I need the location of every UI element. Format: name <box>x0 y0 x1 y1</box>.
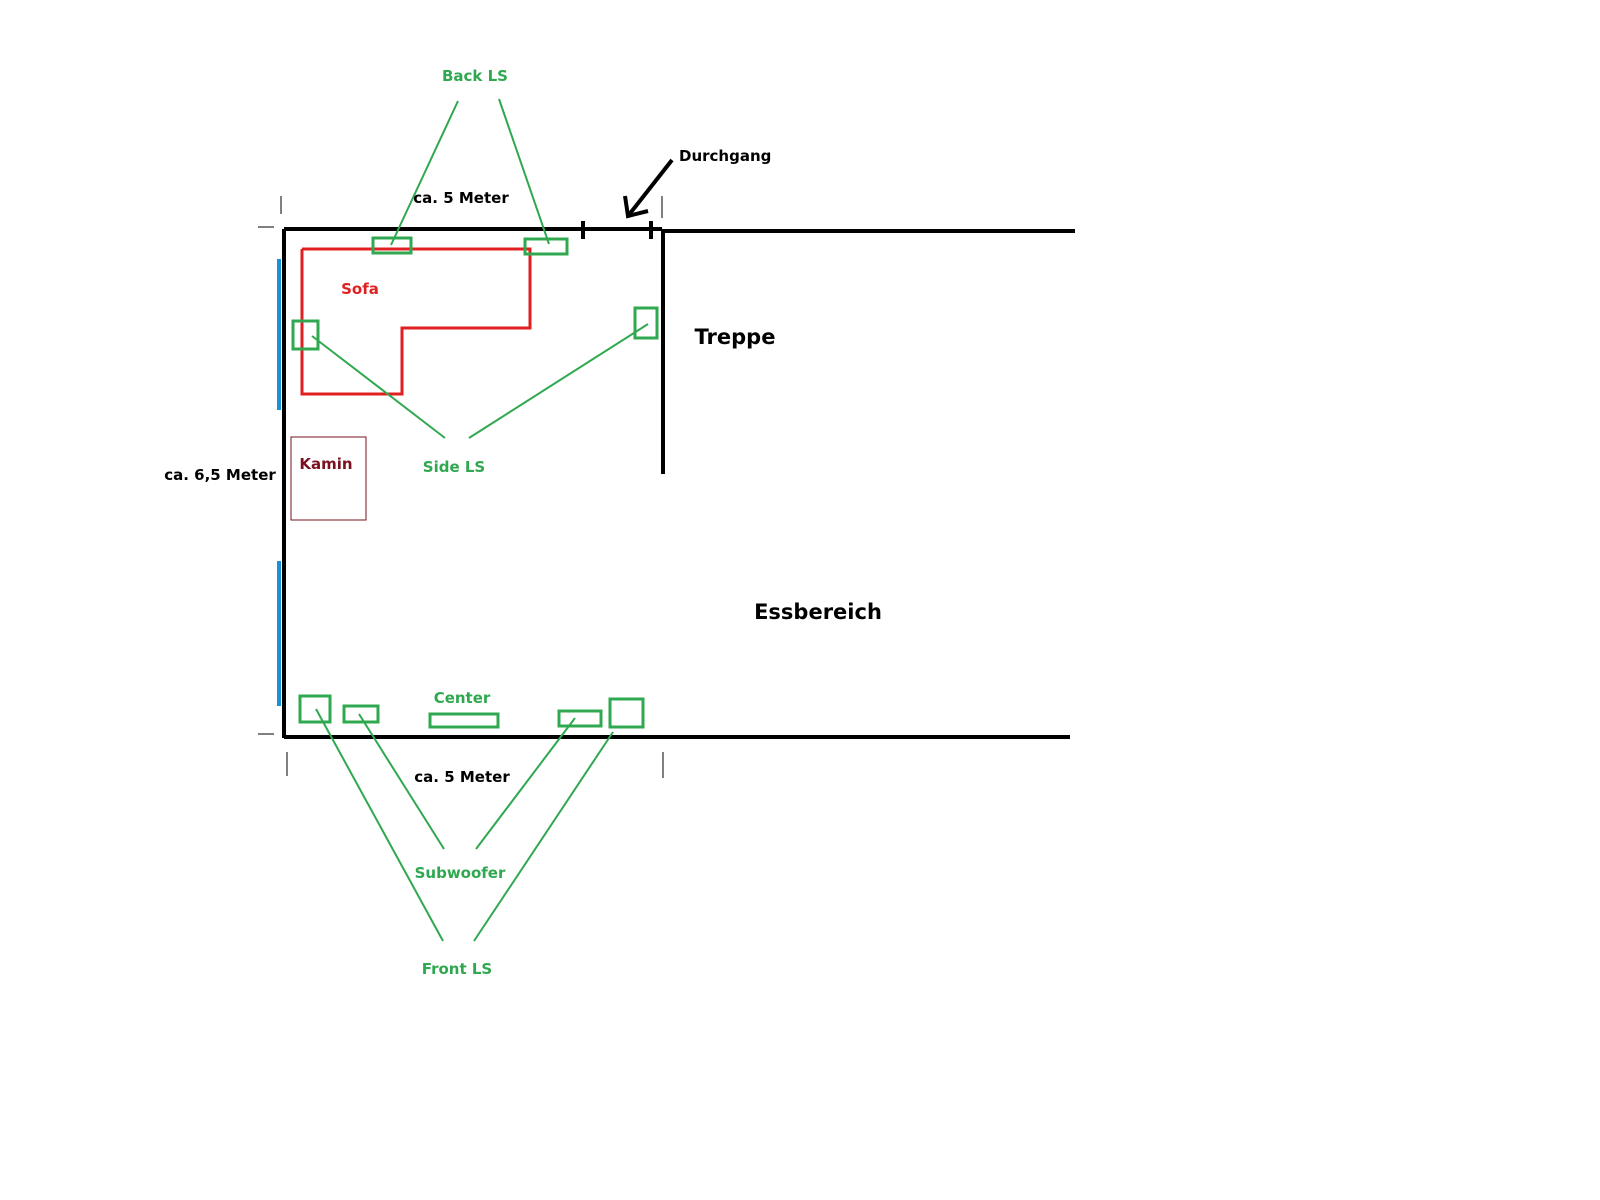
subwoofer-right <box>557 709 603 728</box>
sofa-label: Sofa <box>341 280 379 298</box>
kamin-label: Kamin <box>299 455 352 473</box>
side-ls-left <box>291 319 320 351</box>
pointer-lines <box>311 98 649 942</box>
center-label: Center <box>434 689 491 707</box>
essbereich-label: Essbereich <box>754 600 882 624</box>
durchgang-label: Durchgang <box>679 147 771 165</box>
kamin-box <box>290 436 367 521</box>
back-ls-right <box>523 237 569 256</box>
top-dimension-label: ca. 5 Meter <box>413 189 509 207</box>
sofa-outline <box>300 247 532 396</box>
treppe-label: Treppe <box>695 325 776 349</box>
center-speaker <box>428 712 500 729</box>
dimension-ticks <box>258 196 664 778</box>
side-ls-label: Side LS <box>423 458 485 476</box>
left-dimension-label: ca. 6,5 Meter <box>164 466 276 484</box>
front-ls-label: Front LS <box>422 960 492 978</box>
walls <box>282 221 1075 739</box>
subwoofer-label: Subwoofer <box>415 864 506 882</box>
arrow-icon <box>623 158 674 219</box>
side-ls-right <box>633 306 659 340</box>
back-ls-left <box>371 236 413 255</box>
subwoofer-left <box>342 704 380 724</box>
bottom-dimension-label: ca. 5 Meter <box>414 768 510 786</box>
speakers <box>291 236 659 729</box>
back-ls-label: Back LS <box>442 67 508 85</box>
front-ls-right <box>608 697 645 729</box>
front-ls-left <box>298 694 332 724</box>
